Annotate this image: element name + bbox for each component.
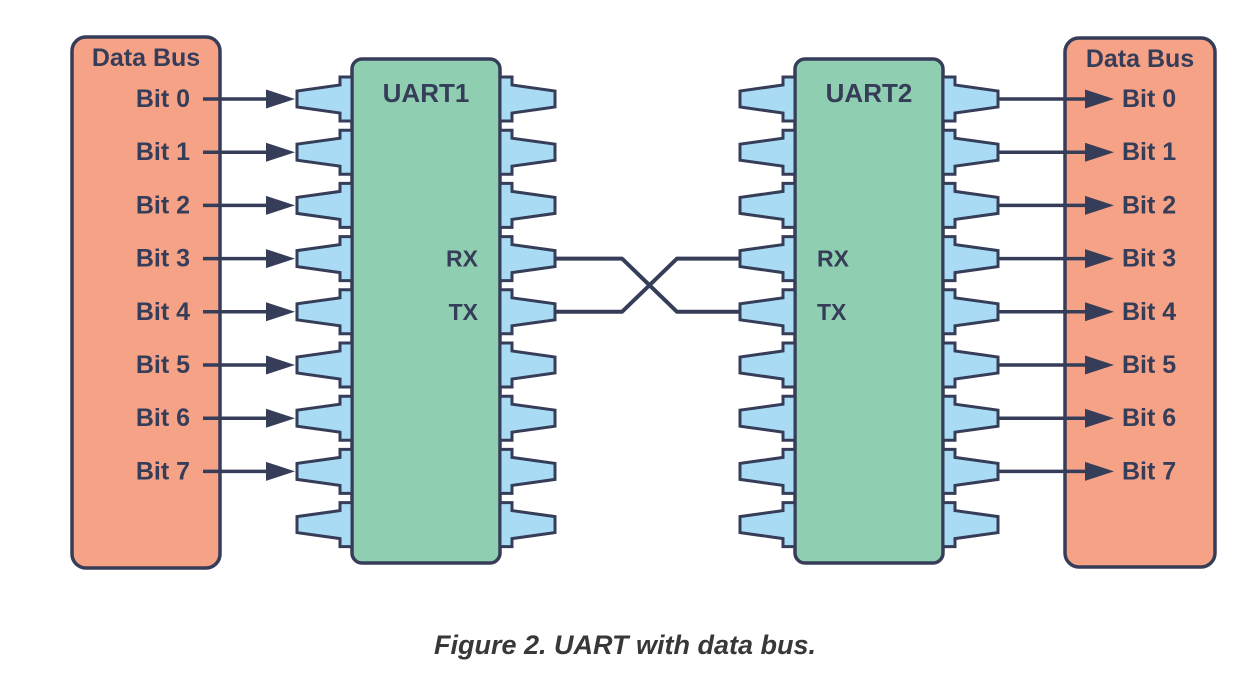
uart2-right-pin xyxy=(941,341,1000,389)
uart1-tx-to-uart2-rx-wire xyxy=(555,256,740,314)
figure-caption: Figure 2. UART with data bus. xyxy=(433,630,817,660)
uart2-rx-label: RX xyxy=(817,246,850,272)
right-bus-bit-label: Bit 2 xyxy=(1122,191,1176,219)
uart2-right-pin xyxy=(941,501,1000,549)
uart1-right-pin xyxy=(498,394,557,442)
left-bus-bit-label: Bit 3 xyxy=(136,245,190,273)
uart2-tx-label: TX xyxy=(817,299,847,325)
right-bus-arrowhead xyxy=(1085,461,1114,481)
left-bus-arrowhead xyxy=(266,89,295,109)
uart1-tx-label: TX xyxy=(449,299,479,325)
right-bus-bit-label: Bit 7 xyxy=(1122,457,1176,485)
left-bus-bit-label: Bit 5 xyxy=(136,351,190,379)
uart2-label: UART2 xyxy=(826,78,913,108)
uart2-right-pin xyxy=(941,235,1000,283)
uart1-right-pin xyxy=(498,128,557,176)
left-bus-arrowhead xyxy=(266,461,295,481)
uart1-right-pin xyxy=(498,181,557,229)
uart2-right-pin xyxy=(941,75,1000,123)
uart1-left-pin xyxy=(295,394,354,442)
left-bus-bit-label: Bit 4 xyxy=(136,298,190,326)
uart1-label: UART1 xyxy=(383,78,470,108)
uart1-left-pin xyxy=(295,447,354,495)
left-bus-bit-label: Bit 6 xyxy=(136,404,190,432)
right-bus-arrowhead xyxy=(1085,89,1114,109)
uart1-left-pin xyxy=(295,288,354,336)
uart2-right-pin xyxy=(941,288,1000,336)
left-bus-title: Data Bus xyxy=(92,44,200,72)
uart1-right-pin xyxy=(498,447,557,495)
uart1-left-pin xyxy=(295,341,354,389)
right-bus-bit-label: Bit 4 xyxy=(1122,298,1176,326)
uart1-right-pin xyxy=(498,75,557,123)
right-bus-arrowhead xyxy=(1085,302,1114,322)
right-bus-bit-label: Bit 0 xyxy=(1122,85,1176,113)
uart2-left-pin xyxy=(738,394,797,442)
right-bus-arrowhead xyxy=(1085,355,1114,375)
uart2-left-pin xyxy=(738,341,797,389)
uart1-rx-label: RX xyxy=(446,246,479,272)
left-bus-arrowhead xyxy=(266,408,295,428)
left-bus-bit-label: Bit 1 xyxy=(136,138,190,166)
right-bus-bit-label: Bit 5 xyxy=(1122,351,1176,379)
right-bus-arrowhead xyxy=(1085,249,1114,269)
left-bus-arrowhead xyxy=(266,355,295,375)
left-bus-arrowhead xyxy=(266,142,295,162)
uart2-left-pin xyxy=(738,181,797,229)
uart1-right-pin xyxy=(498,235,557,283)
uart2-right-pin xyxy=(941,394,1000,442)
left-bus-bit-label: Bit 2 xyxy=(136,191,190,219)
uart1-right-pin xyxy=(498,341,557,389)
left-bus-arrowhead xyxy=(266,249,295,269)
right-data-bus-box xyxy=(1063,36,1217,569)
uart1-right-pin xyxy=(498,288,557,336)
uart1-left-pin xyxy=(295,128,354,176)
uart1-right-pin xyxy=(498,501,557,549)
right-bus-title: Data Bus xyxy=(1086,45,1194,73)
uart2-left-pin xyxy=(738,288,797,336)
left-bus-bit-label: Bit 0 xyxy=(136,85,190,113)
left-bus-arrowhead xyxy=(266,195,295,215)
uart2-right-pin xyxy=(941,181,1000,229)
uart1-left-pin xyxy=(295,75,354,123)
uart1-left-pin xyxy=(295,181,354,229)
right-bus-arrowhead xyxy=(1085,408,1114,428)
left-bus-arrowhead xyxy=(266,302,295,322)
uart1-left-pin xyxy=(295,501,354,549)
right-bus-bit-label: Bit 6 xyxy=(1122,404,1176,432)
uart2-right-pin xyxy=(941,128,1000,176)
uart2-left-pin xyxy=(738,235,797,283)
uart2-left-pin xyxy=(738,447,797,495)
right-bus-arrowhead xyxy=(1085,142,1114,162)
right-bus-bit-label: Bit 3 xyxy=(1122,245,1176,273)
left-bus-bit-label: Bit 7 xyxy=(136,457,190,485)
right-bus-bit-label: Bit 1 xyxy=(1122,138,1176,166)
uart2-left-pin xyxy=(738,501,797,549)
uart2-left-pin xyxy=(738,75,797,123)
uart1-left-pin xyxy=(295,235,354,283)
right-bus-arrowhead xyxy=(1085,195,1114,215)
left-data-bus-box xyxy=(70,35,222,570)
uart2-left-pin xyxy=(738,128,797,176)
uart2-right-pin xyxy=(941,447,1000,495)
